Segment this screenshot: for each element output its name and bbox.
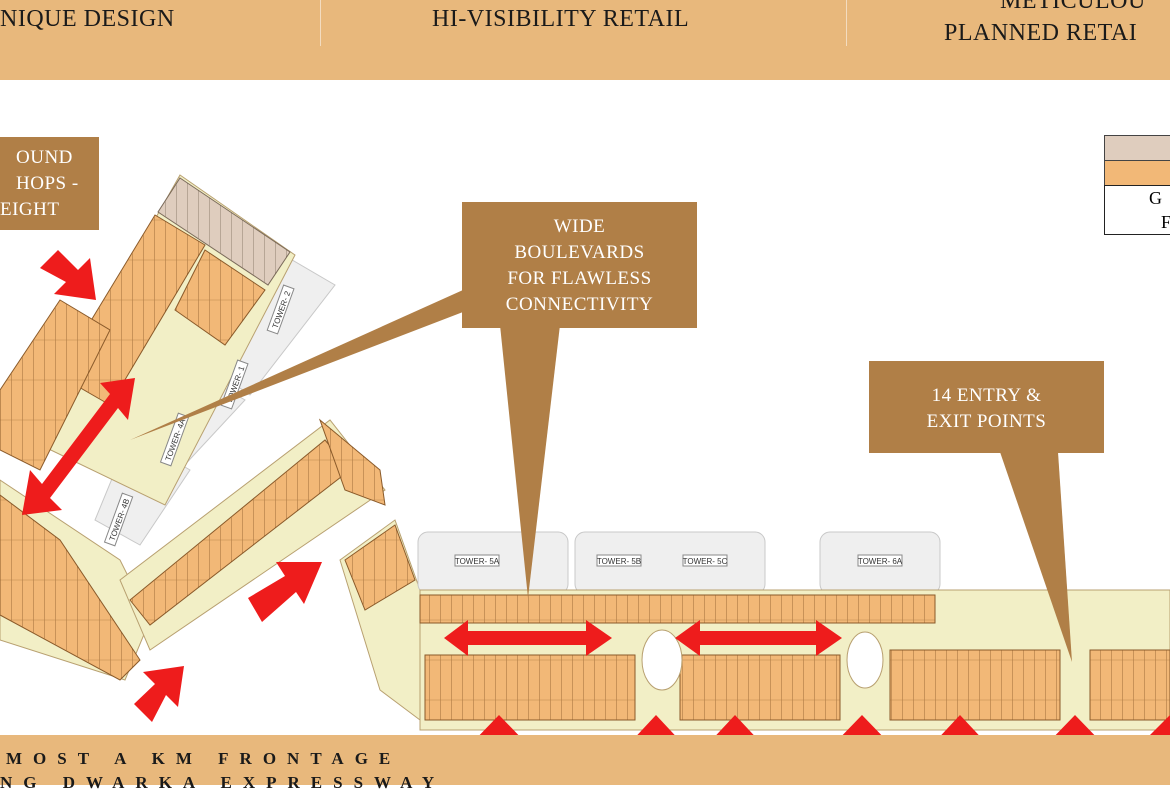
header-item-unique-design: NIQUE DESIGN: [0, 6, 175, 32]
header-item-planned-line1: METICULOU: [1000, 0, 1146, 14]
callout-ground-line1: OUND: [16, 147, 73, 168]
callout-ground-line2: HOPS -: [16, 173, 79, 194]
callout-entry-exit: 14 ENTRY & EXIT POINTS: [869, 361, 1104, 453]
tower-5a-label: TOWER- 5A: [455, 557, 500, 566]
right-retail-strip: [419, 589, 1170, 731]
boulevard-arrow-left: [22, 378, 135, 515]
callout-ground-line3: EIGHT: [0, 199, 60, 220]
footer-line2: NG DWARKA EXPRESSWAY: [0, 773, 446, 792]
legend-swatch-orange: [1104, 160, 1170, 185]
tower-6a-label: TOWER- 6A: [858, 557, 903, 566]
callout-pointers: [130, 290, 1072, 662]
callout-boulevards-line1: WIDE: [553, 216, 606, 237]
header-item-planned-line2: PLANNED RETAI: [944, 20, 1138, 46]
tower-5b-label: TOWER- 5B: [597, 557, 641, 566]
arrow-top-left: [40, 250, 96, 300]
header-item-hi-visibility: HI-VISIBILITY RETAIL: [432, 6, 690, 32]
callout-entry-line2: EXIT POINTS: [926, 411, 1047, 432]
header-band: NIQUE DESIGN HI-VISIBILITY RETAIL METICU…: [0, 0, 1170, 80]
footer-line1: MOST A KM FRONTAGE: [6, 749, 402, 768]
boulevard-arrow-right: [675, 620, 842, 656]
left-wing-lower: [0, 418, 386, 681]
legend-swatch-grey: [1104, 135, 1170, 160]
legend-label-2: F: [1161, 212, 1170, 232]
callout-entry-line1: 14 ENTRY &: [931, 385, 1042, 406]
legend-labels: G F: [1104, 185, 1170, 235]
callout-boulevards-line3: FOR FLAWLESS: [507, 268, 652, 289]
header-divider: [846, 0, 847, 46]
callout-wide-boulevards: WIDE BOULEVARDS FOR FLAWLESS CONNECTIVIT…: [462, 202, 697, 328]
tower-5c-label: TOWER- 5C: [683, 557, 728, 566]
boulevard-arrow-mid: [444, 620, 612, 656]
callout-boulevards-line2: BOULEVARDS: [514, 242, 645, 263]
footer-band: MOST A KM FRONTAGE NG DWARKA EXPRESSWAY: [0, 735, 1170, 792]
callout-boulevards-line4: CONNECTIVITY: [505, 294, 654, 315]
legend: G F: [1104, 135, 1170, 235]
legend-label-1: G: [1149, 188, 1162, 208]
callout-ground-shops: OUND HOPS - EIGHT: [0, 137, 99, 230]
arrow-left-lower: [134, 666, 184, 722]
arrow-mid-left: [248, 562, 322, 622]
header-divider: [320, 0, 321, 46]
